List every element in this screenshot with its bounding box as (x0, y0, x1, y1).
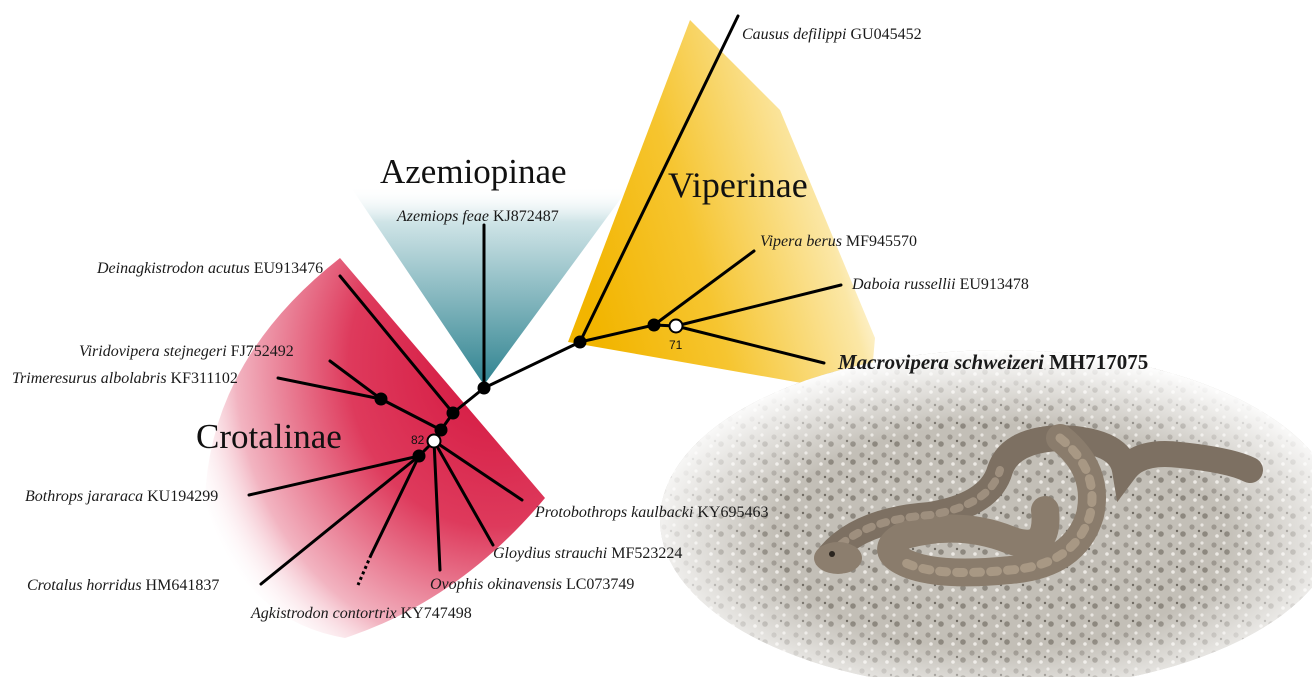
viperinae-support-node (670, 320, 683, 333)
crotalinae-support-node (428, 435, 441, 448)
clade-title-azemiopinae: Azemiopinae (380, 152, 567, 191)
support-value-viperinae: 71 (669, 338, 683, 352)
tip-ovophis: Ovophis okinavensis LC073749 (430, 576, 634, 593)
tip-agkistrodon: Agkistrodon contortrix KY747498 (250, 605, 472, 622)
viperinae-inner-node (648, 319, 661, 332)
tip-crotalus: Crotalus horridus HM641837 (27, 577, 219, 594)
crotalinae-root-node (447, 407, 460, 420)
clade-title-viperinae: Viperinae (668, 165, 808, 205)
tip-azemiops: Azemiops feae KJ872487 (396, 208, 559, 225)
root-node (478, 382, 491, 395)
tip-vipera: Vipera berus MF945570 (760, 233, 917, 250)
trimeresurus-node (375, 393, 388, 406)
tip-protobothrops: Protobothrops kaulbacki KY695463 (534, 504, 768, 521)
tip-daboia: Daboia russellii EU913478 (851, 276, 1029, 293)
tip-macrovipera: Macrovipera schweizeri MH717075 (837, 350, 1148, 374)
clade-title-crotalinae: Crotalinae (196, 417, 342, 456)
tip-bothrops: Bothrops jararaca KU194299 (25, 488, 218, 505)
tip-deinagkistrodon: Deinagkistrodon acutus EU913476 (96, 260, 323, 277)
viperinae-root-node (574, 336, 587, 349)
tip-viridovipera: Viridovipera stejnegeri FJ752492 (79, 343, 294, 360)
tip-gloydius: Gloydius strauchi MF523224 (493, 545, 682, 562)
tip-trimeresurus: Trimeresurus albolabris KF311102 (12, 370, 238, 387)
bothrops-node (413, 450, 426, 463)
support-value-crotalinae: 82 (411, 433, 425, 447)
tip-causus: Causus defilippi GU045452 (742, 26, 922, 43)
